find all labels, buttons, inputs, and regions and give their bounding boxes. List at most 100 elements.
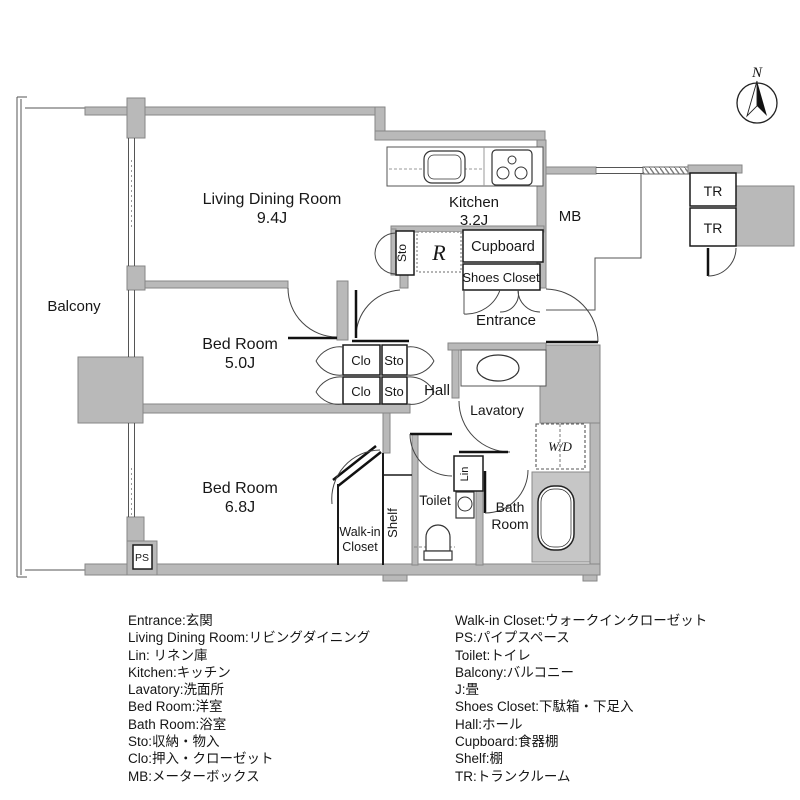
label-tr1: TR — [704, 183, 723, 199]
wall-north-kitchen — [374, 130, 546, 141]
label-sto-kitchen: Sto — [395, 244, 409, 262]
pillar-balcony — [77, 356, 144, 424]
label-sto2: Sto — [384, 384, 404, 399]
legend-left-column: Entrance:玄関 Living Dining Room:リビングダイニング… — [128, 612, 370, 785]
kitchen-counter-icon — [386, 146, 544, 187]
label-refrigerator: R — [431, 240, 446, 265]
label-kitchen-size: 3.2J — [460, 212, 488, 229]
wall-bed1-bed2 — [134, 403, 411, 414]
closet-unit — [315, 339, 435, 405]
clo-box-1 — [342, 344, 381, 376]
linen-box — [453, 455, 484, 492]
label-shoes-closet: Shoes Closet — [462, 270, 540, 285]
cupboard-box — [462, 229, 544, 263]
legend-item: TR:トランクルーム — [455, 768, 571, 784]
legend-item: Living Dining Room:リビングダイニング — [128, 630, 371, 646]
sto-box-1 — [381, 344, 408, 376]
label-bed1-size: 5.0J — [225, 355, 255, 372]
pillar-northwest — [126, 97, 146, 139]
label-clo1: Clo — [351, 353, 371, 368]
label-walkin-2: Closet — [342, 540, 378, 554]
label-lavatory: Lavatory — [470, 402, 524, 418]
toilet-door-arc — [409, 433, 453, 477]
label-toilet: Toilet — [419, 493, 451, 508]
wall-south — [84, 563, 601, 576]
bed2-corner-door — [337, 451, 382, 487]
tr-room-1 — [689, 172, 737, 207]
balcony-railing — [16, 96, 86, 578]
washer-dryer-box — [535, 423, 586, 470]
legend-item: Lin: リネン庫 — [128, 647, 208, 663]
compass-north-label: N — [751, 65, 763, 81]
label-shelf: Shelf — [385, 508, 400, 538]
legend-right-column: Walk-in Closet:ウォークインクローゼット PS:パイプスペース T… — [455, 612, 707, 785]
legend-item: J:畳 — [455, 682, 480, 698]
legend-item: Sto:収納・物入 — [128, 734, 220, 750]
label-hall: Hall — [424, 382, 450, 399]
clo-box-2 — [342, 376, 381, 405]
legend-item: Lavatory:洗面所 — [128, 682, 225, 698]
label-mb: MB — [559, 208, 582, 225]
floor-plan-drawing: N Balcony Living Dining Room 9.4J Kitche… — [16, 65, 795, 582]
kitchen-sink-icon — [423, 150, 466, 184]
pillar-west-mid — [126, 265, 146, 291]
toilet-bowl-icon — [425, 524, 451, 552]
label-kitchen: Kitchen — [449, 194, 499, 211]
walls — [77, 97, 795, 582]
sanitary-fixtures — [132, 349, 591, 570]
wall-east-kitchen — [536, 139, 547, 289]
label-living: Living Dining Room — [203, 191, 342, 208]
label-bath-1: Bath — [496, 499, 525, 515]
wall-living-bed1 — [134, 280, 289, 289]
toilet-basin-icon — [455, 491, 475, 519]
legend-item: Shelf:棚 — [455, 751, 504, 767]
legend-item: Bed Room:洋室 — [128, 699, 223, 715]
label-walkin-1: Walk-in — [339, 525, 380, 539]
legend-item: Balcony:バルコニー — [455, 664, 575, 680]
legend-item: PS:パイプスペース — [455, 630, 570, 646]
label-bed2: Bed Room — [202, 480, 278, 497]
living-hall-door-arc — [355, 289, 401, 339]
label-wd: W/D — [548, 439, 572, 454]
label-living-size: 9.4J — [257, 210, 287, 227]
wall-block-tr — [735, 185, 795, 247]
legend-item: Bath Room:浴室 — [128, 716, 227, 732]
wall-hall-pillar — [336, 280, 349, 341]
wall-corridor-a — [545, 166, 597, 175]
legend-item: MB:メーターボックス — [128, 768, 260, 784]
legend-item: Shoes Closet:下駄箱・下足入 — [455, 699, 634, 715]
wall-lavatory-north — [447, 342, 547, 351]
legend-item: Toilet:トイレ — [455, 647, 531, 663]
label-bed1: Bed Room — [202, 336, 278, 353]
pillar-ps-a — [126, 516, 145, 544]
wall-corridor-b — [687, 164, 743, 174]
label-sto1: Sto — [384, 353, 404, 368]
wall-toilet-bath — [475, 490, 484, 566]
bed1-door-arc — [287, 287, 338, 338]
sto-kitchen-box — [395, 230, 415, 276]
wall-east-lower — [589, 422, 601, 571]
label-lin: Lin — [459, 467, 471, 482]
label-bed2-size: 6.8J — [225, 499, 255, 516]
label-clo2: Clo — [351, 384, 371, 399]
wall-lavatory-west — [451, 349, 460, 399]
doors — [287, 287, 599, 514]
wic-partitions — [337, 453, 412, 565]
legend-item: Walk-in Closet:ウォークインクローゼット — [455, 613, 708, 628]
mb-outline — [546, 174, 642, 311]
label-ps: PS — [135, 552, 149, 564]
ps-box — [132, 544, 153, 570]
sto-box-2 — [381, 376, 408, 405]
washbasin-icon — [476, 354, 520, 382]
bathtub-icon — [537, 485, 575, 551]
shoes-closet-box — [462, 263, 541, 291]
bath-door-arc — [484, 469, 529, 514]
room-labels: Balcony Living Dining Room 9.4J Kitchen … — [47, 183, 722, 564]
trunk-rooms — [689, 172, 737, 277]
legend-item: Clo:押入・クローゼット — [128, 751, 274, 767]
entrance-door-arc — [545, 288, 599, 343]
legend-item: Cupboard:食器棚 — [455, 734, 559, 750]
stove-icon — [491, 149, 533, 186]
tr-room-2 — [689, 207, 737, 247]
